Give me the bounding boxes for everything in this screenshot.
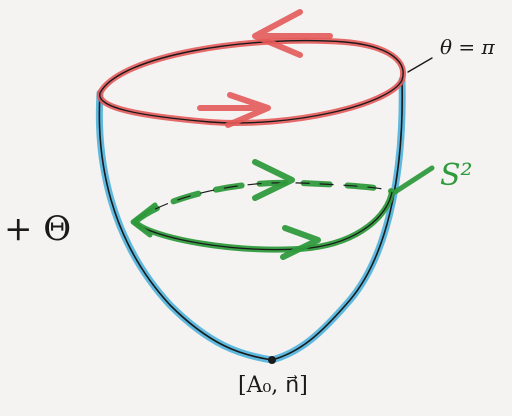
top-back-arrow-icon	[252, 9, 333, 58]
theta-pi-label: θ = π	[440, 35, 496, 59]
base-point-dot	[268, 356, 276, 364]
s2-front-arrow-icon	[280, 225, 321, 260]
plus-theta-label: + Θ	[4, 209, 71, 249]
base-point-label: [A₀, n⃗]	[238, 373, 308, 398]
s2-label: S²	[440, 158, 473, 193]
s2-leader-line	[392, 165, 435, 195]
s2-left-arrowhead-icon	[130, 202, 158, 238]
theta-pi-leader-line	[407, 57, 433, 73]
top-rim-outline	[99, 39, 404, 124]
s2-back-arrow-icon	[252, 159, 295, 201]
top-front-arrow-icon	[197, 92, 271, 128]
s2-loop-back-dashed	[132, 179, 395, 225]
